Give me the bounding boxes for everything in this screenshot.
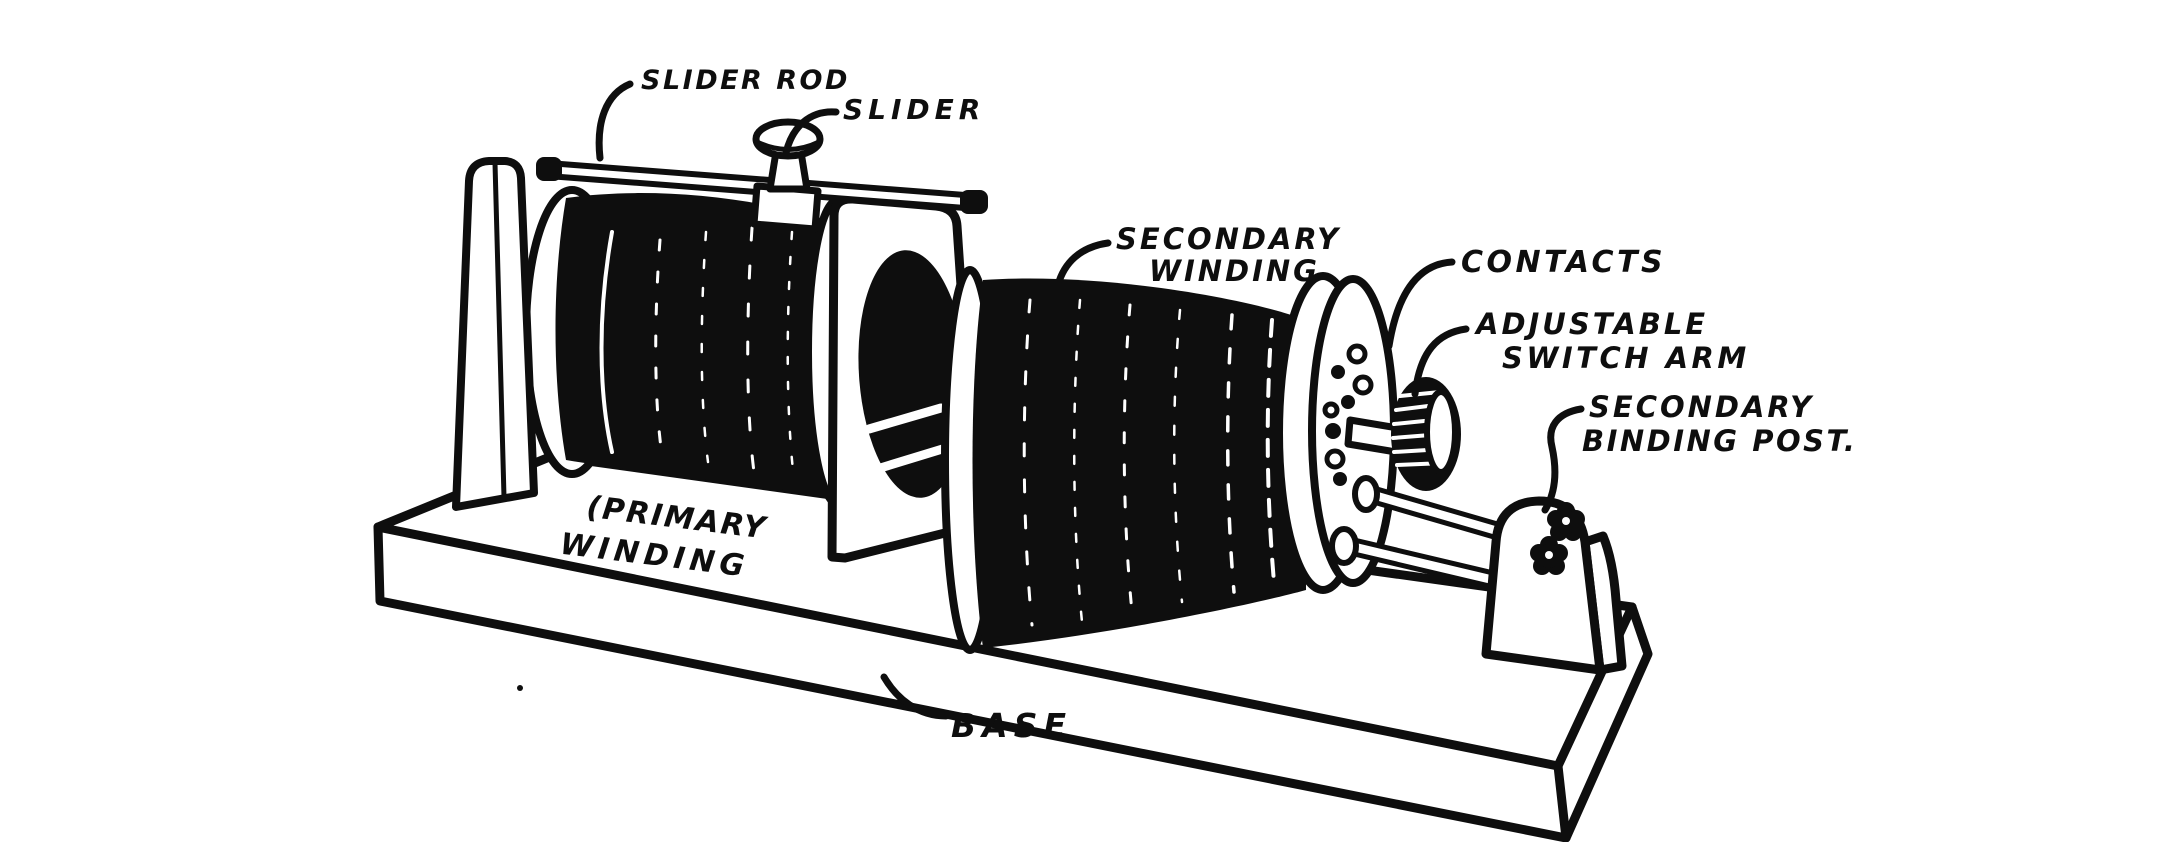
contact-dot bbox=[1346, 343, 1368, 365]
switch-knob-face bbox=[1424, 389, 1458, 475]
contact-dot bbox=[1333, 472, 1347, 486]
leader-secondary-winding bbox=[1054, 239, 1112, 289]
label-base: BASE bbox=[951, 706, 1072, 745]
right-support-opening bbox=[858, 250, 968, 498]
ink-speck bbox=[517, 685, 523, 691]
tube-highlight-slashes bbox=[864, 403, 954, 474]
contact-dot bbox=[1331, 365, 1345, 379]
binding-post-front bbox=[1481, 496, 1605, 675]
label-adjustable-switch-arm-line2: SWITCH ARM bbox=[1502, 341, 1750, 375]
leader-secondary-binding-post bbox=[1541, 405, 1585, 514]
contact-dot bbox=[1322, 401, 1340, 419]
left-support bbox=[452, 157, 538, 511]
switch-arm bbox=[1344, 416, 1402, 456]
rod-washer-lower bbox=[1329, 526, 1359, 566]
binding-posts bbox=[1530, 502, 1585, 575]
slider-rod-right-nub bbox=[960, 190, 988, 214]
label-slider-rod: SLIDER ROD bbox=[641, 65, 850, 96]
label-contacts: CONTACTS bbox=[1461, 245, 1666, 280]
binding-post-nut bbox=[1547, 502, 1585, 541]
contact-dot bbox=[1341, 395, 1355, 409]
label-secondary-winding-line2: WINDING bbox=[1149, 254, 1320, 288]
contact-dot bbox=[1325, 423, 1341, 439]
leader-base bbox=[880, 673, 950, 720]
label-secondary-winding-line1: SECONDARY bbox=[1116, 222, 1341, 256]
leader-contacts bbox=[1385, 258, 1456, 350]
leader-slider-rod bbox=[595, 80, 634, 162]
binding-post-block bbox=[1481, 496, 1627, 675]
label-secondary-binding-post-line1: SECONDARY bbox=[1589, 390, 1814, 424]
slider bbox=[750, 118, 824, 233]
label-slider: SLIDER bbox=[843, 93, 985, 126]
contact-dot bbox=[1352, 374, 1374, 396]
switch-knob bbox=[1391, 377, 1461, 491]
slider-rod-left-nub bbox=[536, 157, 562, 181]
leader-adjustable-switch-arm bbox=[1411, 325, 1470, 398]
label-adjustable-switch-arm-line1: ADJUSTABLE bbox=[1474, 307, 1708, 341]
rod-washer-upper bbox=[1352, 475, 1380, 513]
contact-points bbox=[1322, 343, 1374, 486]
label-leaders bbox=[595, 80, 1585, 720]
contact-dot bbox=[1324, 448, 1346, 470]
binding-post-side bbox=[1580, 531, 1627, 675]
left-support-edge-line bbox=[492, 160, 507, 500]
secondary-winding-mass bbox=[972, 278, 1306, 648]
label-secondary-binding-post-line2: BINDING POST. bbox=[1582, 424, 1857, 458]
primary-winding-mass bbox=[555, 193, 852, 500]
secondary-winding-texture bbox=[1022, 298, 1276, 627]
binding-post-nut bbox=[1530, 536, 1568, 575]
left-support-board bbox=[452, 157, 538, 511]
leader-slider bbox=[782, 108, 840, 157]
base-front-right-edge bbox=[1553, 761, 1571, 842]
